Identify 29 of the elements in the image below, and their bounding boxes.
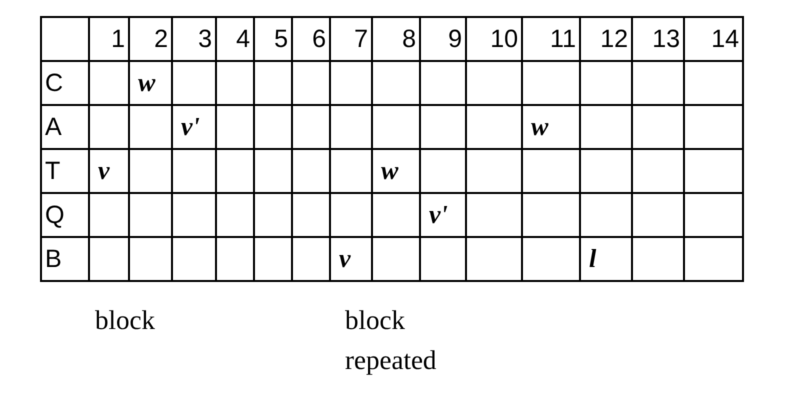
cell-value: w xyxy=(372,149,420,193)
column-number: 10 xyxy=(466,17,522,61)
block-note: block xyxy=(95,304,156,337)
column-number: 14 xyxy=(684,17,743,61)
column-number: 7 xyxy=(330,17,372,61)
column-number: 1 xyxy=(89,17,129,61)
block-note: block repeated xyxy=(345,304,438,377)
column-number: 11 xyxy=(522,17,580,61)
cell-value: v xyxy=(89,149,129,193)
column-number: 5 xyxy=(254,17,292,61)
column-number: 12 xyxy=(580,17,632,61)
cell-value: v' xyxy=(420,193,466,237)
column-number: 3 xyxy=(172,17,216,61)
row-letter: T xyxy=(41,149,89,193)
column-number: 9 xyxy=(420,17,466,61)
row-letter: B xyxy=(41,237,89,281)
row-letter: Q xyxy=(41,193,89,237)
row-letter: A xyxy=(41,105,89,149)
cell-value: v' xyxy=(172,105,216,149)
cell-value: w xyxy=(129,61,172,105)
row-letter: C xyxy=(41,61,89,105)
cell-value: v xyxy=(330,237,372,281)
column-number: 4 xyxy=(216,17,254,61)
column-number: 2 xyxy=(129,17,172,61)
column-number: 8 xyxy=(372,17,420,61)
cell-value: l xyxy=(580,237,632,281)
column-number: 6 xyxy=(292,17,330,61)
cell-value: w xyxy=(522,105,580,149)
column-number: 13 xyxy=(632,17,684,61)
